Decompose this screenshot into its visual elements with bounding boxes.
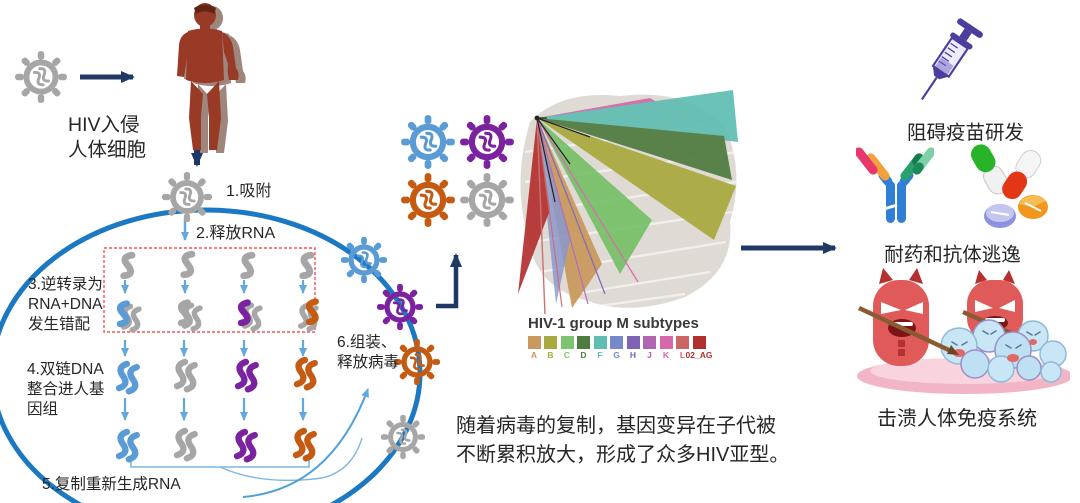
legend-item: D [577,336,591,360]
progeny-virion-blue [400,114,456,170]
dna-icon-orange [288,356,323,391]
legend-item: B [544,336,558,360]
assembly-curve-arrow [242,388,369,498]
budding-virion-blue [340,236,388,284]
vaccine-label: 阻碍疫苗研发 [906,122,1024,144]
budding-virion-purple [376,283,424,331]
legend-item: J [643,336,657,360]
human-figure [177,3,246,153]
phylogenetic-tree [518,90,739,315]
attached-virion-icon [161,171,213,223]
step6-label: 6.组装、 释放病毒 [337,334,400,371]
legend-item: L [676,336,690,360]
caption-text: 随着病毒的复制，基因变异在子代被 不断累积放大，形成了众多HIV亚型。 [456,415,790,466]
budding-virion-orange [393,338,441,386]
replication-arrows [121,280,307,421]
step3-label: 3.逆转录为 RNA+DNA 发生错配 [28,276,103,333]
immune-label: 击溃人体免疫系统 [877,408,1037,430]
new-rna-blue [110,428,145,463]
legend-item: F [593,336,607,360]
left-monster [858,268,959,366]
syringe-icon [920,18,983,101]
replication-bracket [130,459,310,468]
new-rna-gray [168,427,203,462]
violet-tablet [984,204,1016,228]
legend-item: 02_AG [686,336,712,360]
dna-icon-purple [229,358,264,393]
pills-icon [971,144,1048,228]
legend-item: C [560,336,574,360]
new-rna-purple [228,428,263,463]
antibody-icon [856,147,934,223]
new-rna-orange [287,427,322,462]
step2-label: 2.释放RNA [196,225,276,242]
dna-icon-blue [110,360,145,395]
hiv-virion-icon [14,50,68,104]
legend-item: G [610,336,624,360]
budding-elbow-arrow [436,253,462,309]
legend-item: A [527,336,541,360]
invasion-label: HIV入侵 人体细胞 [68,114,147,161]
orange-tablet [1018,195,1048,219]
immune-cells [940,319,1067,383]
step5-label: 5.复制重新生成RNA [42,476,181,493]
clade-fan [518,90,738,315]
budding-virion-gray [380,414,426,460]
mutation-box [103,247,316,333]
virus-monsters-illustration [857,268,1070,394]
step1-label: 1.吸附 [226,183,272,200]
resistance-label: 耐药和抗体逃逸 [884,244,1021,266]
bracket-tail [219,437,363,482]
legend-item: K [659,336,673,360]
tree-title: HIV-1 group M subtypes [528,315,699,332]
dna-icon-gray [168,358,203,393]
legend-item: H [626,336,640,360]
tree-legend: A B C D F G H J K L 02_AG [527,336,712,360]
progeny-virion-orange [400,172,456,228]
tree-branches [534,115,591,203]
step4-label: 4.双链DNA 整合进人基 因组 [27,361,105,418]
